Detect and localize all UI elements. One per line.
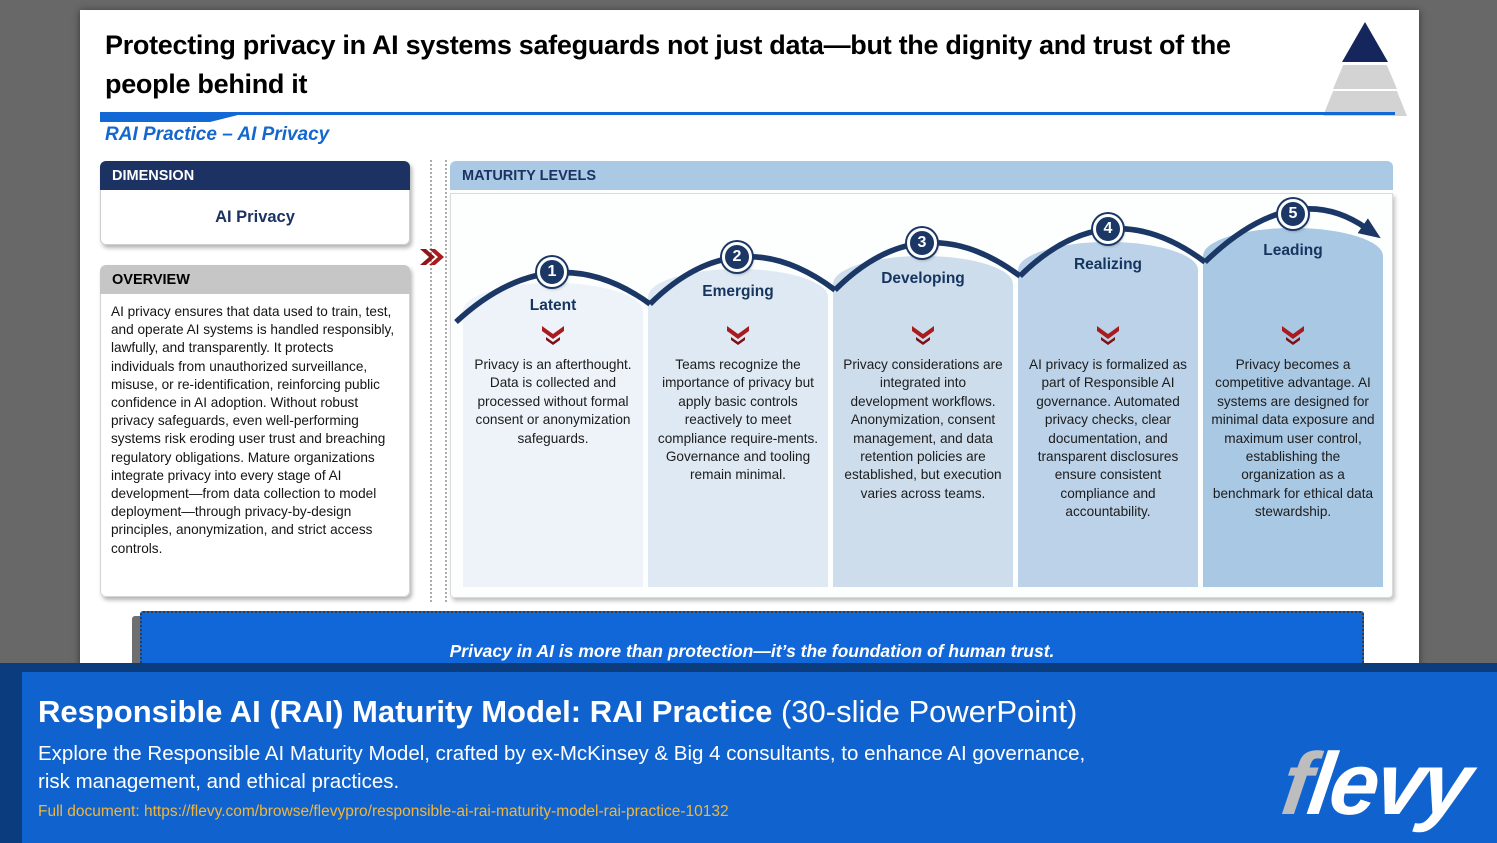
- double-chevron-down-icon: [912, 326, 934, 345]
- level-title: Emerging: [702, 283, 774, 300]
- level-description: Teams recognize the importance of privac…: [657, 357, 819, 483]
- overview-panel: OVERVIEW AI privacy ensures that data us…: [100, 265, 410, 597]
- level-column-latent: Latent Privacy is an afterthought. Data …: [463, 283, 643, 587]
- flevy-logo: flevy: [1277, 734, 1477, 833]
- double-chevron-right-icon: [420, 249, 444, 265]
- document-link[interactable]: Full document: https://flevy.com/browse/…: [38, 803, 729, 820]
- promo-footer: Responsible AI (RAI) Maturity Model: RAI…: [0, 663, 1497, 843]
- slide-title: Protecting privacy in AI systems safegua…: [105, 30, 1231, 99]
- key-message-text: Privacy in AI is more than protection—it…: [449, 641, 1055, 661]
- level-description: Privacy becomes a competitive advantage.…: [1211, 357, 1375, 520]
- dotted-separator-right: [445, 160, 447, 602]
- level-column-developing: Developing Privacy considerations are in…: [833, 256, 1013, 587]
- level-column-leading: Leading Privacy becomes a competitive ad…: [1203, 228, 1383, 587]
- double-chevron-down-icon: [727, 326, 749, 345]
- dotted-separator-left: [430, 160, 432, 602]
- document-title: Responsible AI (RAI) Maturity Model: RAI…: [38, 694, 1497, 730]
- document-title-format: (30-slide PowerPoint): [772, 694, 1078, 729]
- document-title-main: Responsible AI (RAI) Maturity Model: RAI…: [38, 694, 773, 729]
- maturity-wave-arcs: [454, 206, 1381, 325]
- dimension-header: DIMENSION: [100, 161, 410, 190]
- pyramid-middle-tier: [1333, 65, 1397, 89]
- dimension-value: AI Privacy: [100, 190, 410, 245]
- double-chevron-down-icon: [1282, 326, 1304, 345]
- level-title: Leading: [1263, 242, 1323, 259]
- pyramid-top-tier: [1342, 22, 1388, 62]
- document-description: Explore the Responsible AI Maturity Mode…: [38, 742, 1086, 793]
- overview-body: AI privacy ensures that data used to tra…: [100, 294, 410, 597]
- level-description: Privacy is an afterthought. Data is coll…: [474, 357, 632, 446]
- double-chevron-down-icon: [542, 326, 564, 345]
- title-divider: [100, 112, 1395, 122]
- level-description: Privacy considerations are integrated in…: [843, 357, 1003, 501]
- slide-subtitle: RAI Practice – AI Privacy: [105, 124, 330, 145]
- pyramid-bottom-tier: [1323, 91, 1407, 116]
- maturity-levels-header: MATURITY LEVELS: [450, 161, 1393, 190]
- double-chevron-down-icon: [1097, 326, 1119, 345]
- divider-thick-bar: [100, 112, 250, 122]
- level-number-badge: 5: [1278, 199, 1308, 229]
- flevy-logo-levy: levy: [1302, 734, 1477, 833]
- level-number-badge: 3: [907, 228, 937, 258]
- level-title: Latent: [529, 297, 577, 314]
- dimension-panel: DIMENSION AI Privacy: [100, 161, 410, 245]
- level-column-emerging: Emerging Teams recognize the importance …: [648, 269, 828, 587]
- level-title: Developing: [881, 270, 965, 287]
- pyramid-logo-icon: [1323, 22, 1407, 116]
- level-description: AI privacy is formalized as part of Resp…: [1029, 357, 1187, 520]
- level-number-badge: 2: [722, 242, 752, 272]
- level-title: Realizing: [1073, 256, 1143, 273]
- slide: Protecting privacy in AI systems safegua…: [80, 10, 1419, 843]
- level-number-badge: 1: [537, 257, 567, 287]
- overview-header: OVERVIEW: [100, 265, 410, 294]
- level-column-realizing: Realizing AI privacy is formalized as pa…: [1018, 242, 1198, 587]
- divider-thin-line: [100, 112, 1395, 115]
- level-number-badge: 4: [1093, 214, 1123, 244]
- key-message-banner: Privacy in AI is more than protection—it…: [140, 611, 1364, 671]
